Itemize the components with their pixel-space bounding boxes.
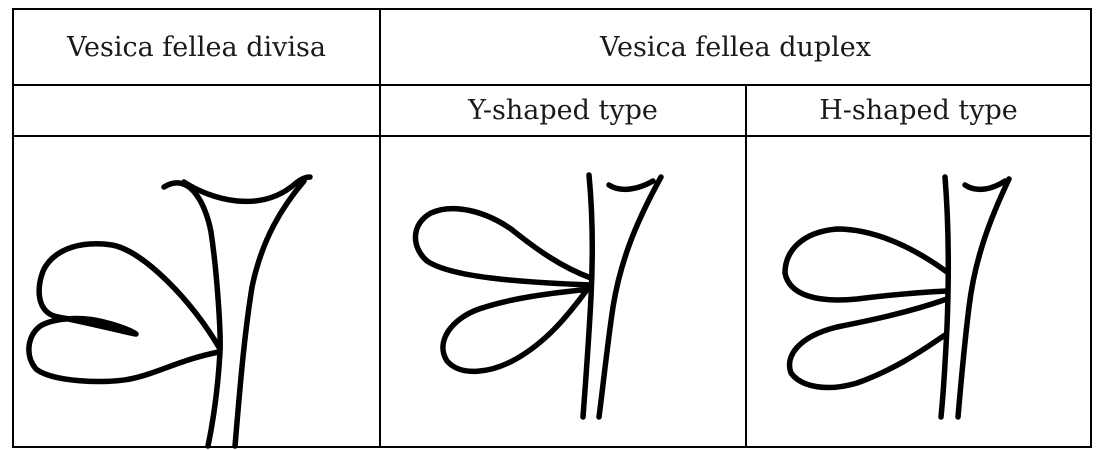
- h-duct-right-wall: [958, 179, 1009, 417]
- subheader-empty-cell: [14, 86, 379, 135]
- y-lower-gallbladder: [443, 287, 591, 371]
- y-shaped-type-drawing: [381, 137, 745, 446]
- h-duct-top-curve: [965, 181, 1005, 189]
- subheader-y-shaped-type: Y-shaped type: [381, 86, 745, 135]
- divisa-duct-right-wall: [235, 181, 304, 446]
- y-duct-right-wall: [599, 177, 661, 417]
- y-upper-gallbladder: [415, 209, 591, 285]
- h-upper-gallbladder: [785, 229, 947, 300]
- header-vesica-fellea-duplex: Vesica fellea duplex: [381, 10, 1090, 84]
- vesica-fellea-divisa-drawing: [14, 137, 379, 446]
- header-vesica-fellea-divisa: Vesica fellea divisa: [14, 10, 379, 84]
- divisa-bilobed-sac: [29, 244, 220, 382]
- divisa-duct-left-wall: [164, 183, 220, 446]
- h-lower-gallbladder: [790, 299, 947, 388]
- gallbladder-variant-table: Vesica fellea divisa Vesica fellea duple…: [12, 8, 1092, 448]
- subheader-h-shaped-type: H-shaped type: [747, 86, 1090, 135]
- y-duct-top-curve: [609, 181, 653, 189]
- h-shaped-type-drawing: [747, 137, 1090, 446]
